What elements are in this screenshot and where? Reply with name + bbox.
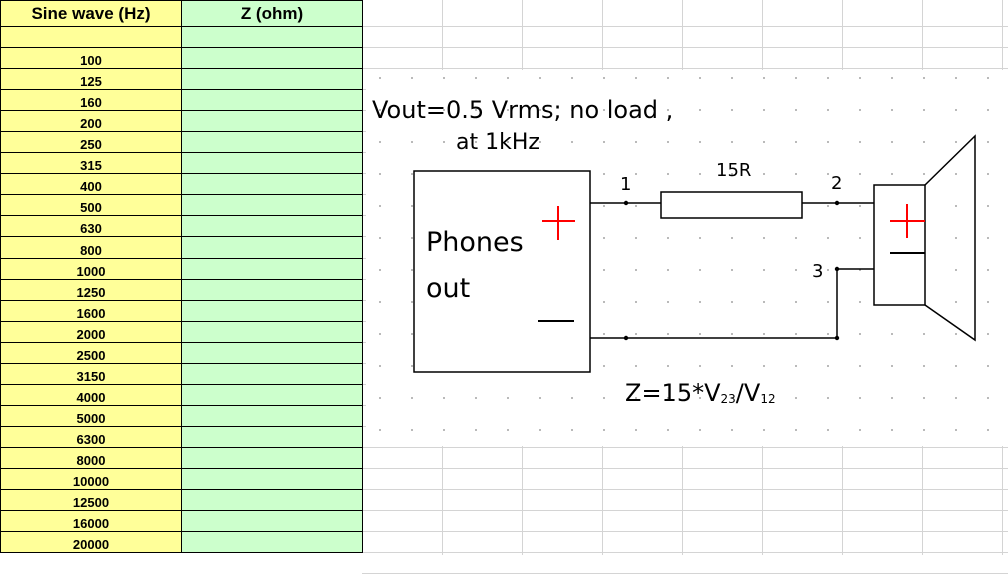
header-sine-wave[interactable]: Sine wave (Hz) (0, 0, 182, 27)
node2-dot (834, 200, 840, 206)
z-ohm-cell[interactable] (181, 384, 363, 406)
z-ohm-cell[interactable] (181, 131, 363, 153)
node3-label: 3 (812, 261, 823, 282)
frequency-cell[interactable]: 315 (0, 152, 182, 174)
header-z-ohm[interactable]: Z (ohm) (181, 0, 363, 27)
phones-out-box (413, 170, 591, 373)
empty-cell-a[interactable] (0, 26, 182, 48)
z-ohm-cell[interactable] (181, 68, 363, 90)
z-ohm-cell[interactable] (181, 194, 363, 216)
row-gridline (362, 447, 1008, 448)
bottom-left-dot (623, 335, 629, 341)
z-ohm-cell[interactable] (181, 489, 363, 511)
frequency-cell[interactable]: 630 (0, 215, 182, 237)
resistor-label: 15R (716, 160, 751, 181)
frequency-cell[interactable]: 800 (0, 236, 182, 259)
empty-cell-b[interactable] (181, 26, 363, 48)
z-ohm-cell[interactable] (181, 110, 363, 132)
z-ohm-cell[interactable] (181, 468, 363, 490)
source-label-line2: out (426, 273, 470, 304)
row-gridline (362, 468, 1008, 469)
frequency-cell[interactable]: 4000 (0, 384, 182, 406)
z-ohm-cell[interactable] (181, 236, 363, 259)
formula: Z=15*V23/V12 (625, 379, 776, 407)
frequency-cell[interactable]: 160 (0, 89, 182, 111)
row-gridline (362, 489, 1008, 490)
frequency-cell[interactable]: 6300 (0, 426, 182, 448)
z-ohm-cell[interactable] (181, 447, 363, 469)
frequency-cell[interactable]: 250 (0, 131, 182, 153)
formula-sub2: 12 (760, 392, 775, 406)
note-line1: Vout=0.5 Vrms; no load , (372, 96, 673, 124)
z-ohm-cell[interactable] (181, 321, 363, 343)
z-ohm-cell[interactable] (181, 279, 363, 301)
note-line2: at 1kHz (456, 130, 540, 155)
frequency-cell[interactable]: 125 (0, 68, 182, 90)
row-gridline (362, 531, 1008, 532)
circuit-diagram[interactable]: Vout=0.5 Vrms; no load , at 1kHz Phones … (366, 70, 1008, 446)
frequency-cell[interactable]: 2500 (0, 342, 182, 364)
z-ohm-cell[interactable] (181, 173, 363, 195)
row-gridline (362, 552, 1008, 553)
node2-label: 2 (831, 173, 842, 194)
speaker-cone (924, 134, 976, 342)
formula-mid: /V (736, 379, 761, 407)
frequency-cell[interactable]: 20000 (0, 531, 182, 553)
frequency-cell[interactable]: 16000 (0, 510, 182, 532)
frequency-cell[interactable]: 2000 (0, 321, 182, 343)
frequency-cell[interactable]: 1250 (0, 279, 182, 301)
node1-dot (623, 200, 629, 206)
z-ohm-cell[interactable] (181, 405, 363, 427)
z-ohm-cell[interactable] (181, 510, 363, 532)
frequency-cell[interactable]: 12500 (0, 489, 182, 511)
row-gridline (362, 26, 1008, 27)
source-label-line1: Phones (426, 227, 524, 258)
z-ohm-cell[interactable] (181, 300, 363, 322)
z-ohm-cell[interactable] (181, 258, 363, 280)
z-ohm-cell[interactable] (181, 531, 363, 553)
node3-dot (834, 266, 840, 272)
frequency-cell[interactable]: 400 (0, 173, 182, 195)
frequency-cell[interactable]: 5000 (0, 405, 182, 427)
speaker-body (873, 184, 926, 306)
z-ohm-cell[interactable] (181, 426, 363, 448)
bottom-right-dot (834, 335, 840, 341)
z-ohm-cell[interactable] (181, 89, 363, 111)
frequency-cell[interactable]: 200 (0, 110, 182, 132)
frequency-cell[interactable]: 100 (0, 47, 182, 69)
frequency-cell[interactable]: 3150 (0, 363, 182, 385)
row-gridline (362, 510, 1008, 511)
resistor-15r (660, 191, 803, 219)
formula-main: Z=15*V (625, 379, 721, 407)
row-gridline (362, 68, 1008, 69)
formula-sub1: 23 (721, 392, 736, 406)
circuit-svg: Vout=0.5 Vrms; no load , at 1kHz Phones … (366, 70, 1008, 446)
frequency-cell[interactable]: 1600 (0, 300, 182, 322)
frequency-cell[interactable]: 8000 (0, 447, 182, 469)
frequency-cell[interactable]: 500 (0, 194, 182, 216)
node1-label: 1 (620, 174, 631, 195)
frequency-cell[interactable]: 10000 (0, 468, 182, 490)
frequency-cell[interactable]: 1000 (0, 258, 182, 280)
z-ohm-cell[interactable] (181, 342, 363, 364)
z-ohm-cell[interactable] (181, 47, 363, 69)
row-gridline (362, 47, 1008, 48)
z-ohm-cell[interactable] (181, 215, 363, 237)
z-ohm-cell[interactable] (181, 363, 363, 385)
z-ohm-cell[interactable] (181, 152, 363, 174)
